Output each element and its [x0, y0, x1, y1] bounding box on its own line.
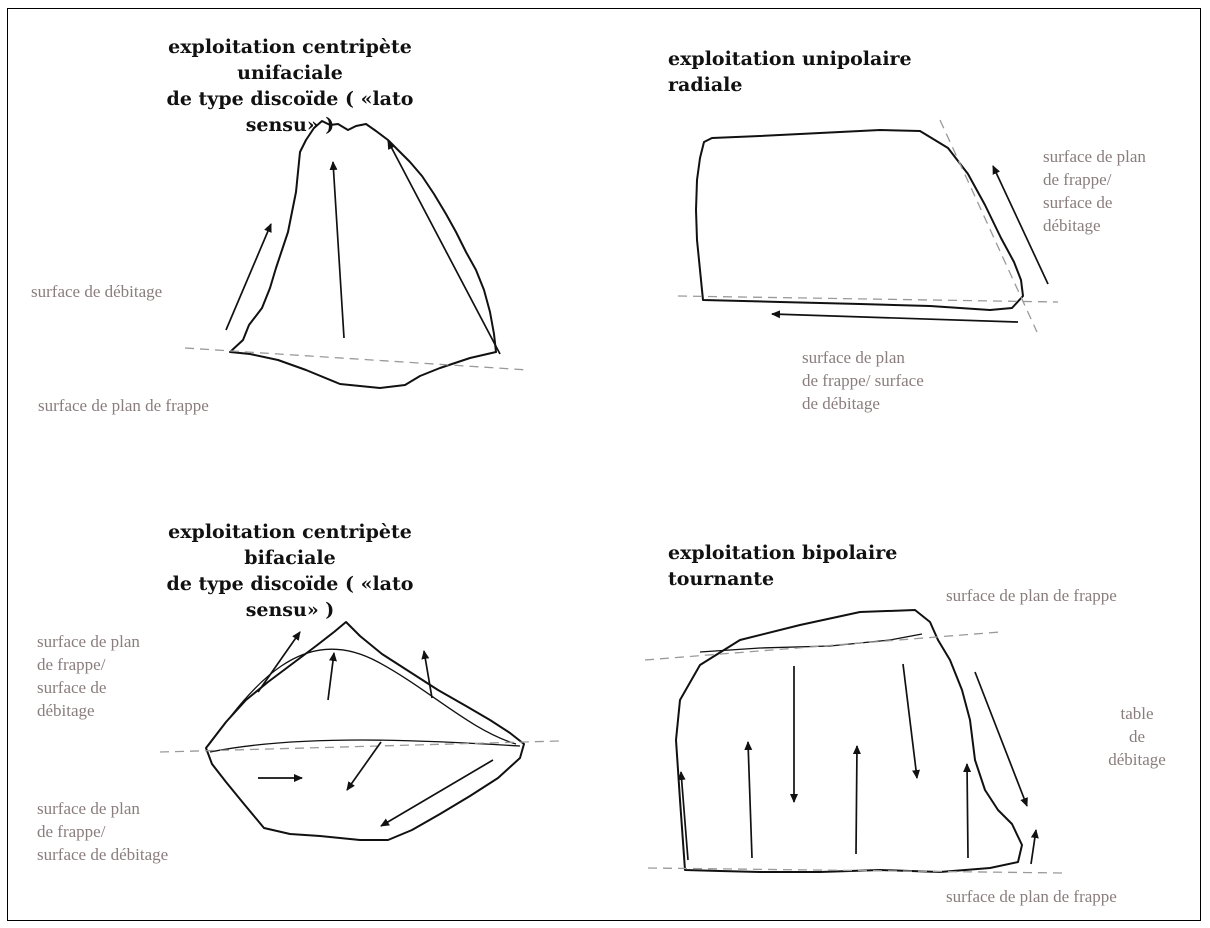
core-bifacial — [159, 621, 561, 841]
label-top: surface de plan de frappe — [946, 584, 1117, 607]
flake-arrow — [346, 741, 382, 791]
flake-arrow — [974, 671, 1028, 807]
label-line: surface de plan de frappe — [38, 396, 209, 415]
flake-arrow — [380, 759, 494, 827]
striking-plane-line — [184, 347, 529, 371]
label-line: surface de — [37, 678, 107, 697]
label-bottom: surface de plan de frappe/ surface de dé… — [802, 346, 924, 415]
figure-frame — [7, 8, 1201, 921]
label-line: surface de débitage — [37, 845, 169, 864]
label-line: surface de plan de frappe — [946, 887, 1117, 906]
label-line: de — [1128, 727, 1146, 746]
striking-plane-line — [159, 740, 561, 753]
label-bottom: surface de plan de frappe — [946, 885, 1117, 908]
flake-arrow — [963, 763, 972, 859]
flake-arrow — [329, 161, 345, 339]
label-line: surface de débitage — [31, 282, 163, 301]
top-ridge — [699, 633, 923, 653]
flake-arrow — [421, 650, 433, 699]
label-line: surface de plan — [1043, 147, 1146, 166]
lower-ridge — [209, 739, 521, 753]
flake-arrow — [327, 652, 337, 701]
label-surface-plan-frappe: surface de plan de frappe — [38, 394, 209, 417]
panel-title-bipolar: exploitation bipolaire tournante — [668, 540, 988, 592]
striking-plane-line — [647, 867, 1066, 874]
flake-arrow — [387, 140, 501, 355]
label-line: de frappe/ — [1043, 170, 1112, 189]
flake-arrow — [225, 223, 272, 331]
label-side: surface de plan de frappe/ surface de dé… — [1043, 145, 1146, 237]
flake-arrow — [1030, 829, 1039, 865]
panel-title-bifacial: exploitation centripète bifaciale de typ… — [150, 519, 430, 623]
title-line: de type discoïde ( «lato sensu» ) — [166, 573, 414, 621]
label-side: table de débitage — [1090, 702, 1184, 771]
title-line: exploitation centripète bifaciale — [168, 521, 412, 569]
core-unifacial — [184, 120, 529, 389]
core-bipolar — [644, 609, 1066, 874]
label-surface-debitage: surface de débitage — [31, 280, 162, 303]
striking-plane-line — [677, 295, 1059, 303]
label-line: débitage — [1043, 216, 1101, 235]
title-line: exploitation bipolaire tournante — [668, 542, 898, 590]
label-line: de frappe/ surface — [802, 371, 924, 390]
label-line: table — [1120, 704, 1154, 723]
panel-title-unipolar: exploitation unipolaire radiale — [668, 46, 968, 98]
core-outline-bifacial — [205, 621, 525, 841]
label-upper: surface de plan de frappe/ surface de dé… — [37, 630, 140, 722]
core-outline-unipolar — [695, 129, 1024, 311]
panel-title-unifacial: exploitation centripète unifaciale de ty… — [150, 34, 430, 138]
label-line: surface de plan — [37, 799, 140, 818]
label-line: débitage — [37, 701, 95, 720]
title-line: exploitation centripète unifaciale — [168, 36, 412, 84]
title-line: de type discoïde ( «lato sensu» ) — [166, 88, 414, 136]
label-line: surface de plan de frappe — [946, 586, 1117, 605]
label-line: de frappe/ — [37, 822, 106, 841]
core-unipolar — [677, 119, 1059, 333]
flake-arrow — [852, 745, 861, 855]
label-lower: surface de plan de frappe/ surface de dé… — [37, 797, 168, 866]
flake-arrow — [677, 771, 689, 861]
flake-arrow — [771, 310, 1019, 323]
label-line: de débitage — [802, 394, 880, 413]
core-outline-bipolar — [675, 609, 1023, 873]
flake-arrow — [744, 741, 753, 859]
flake-arrow — [902, 663, 920, 779]
inner-ridge — [207, 648, 517, 747]
title-line: exploitation unipolaire radiale — [668, 48, 912, 96]
flake-arrow — [992, 165, 1049, 285]
label-line: débitage — [1108, 750, 1166, 769]
label-line: surface de plan — [802, 348, 905, 367]
flake-arrow — [257, 631, 301, 693]
striking-plane-line — [939, 119, 1038, 333]
label-line: surface de plan — [37, 632, 140, 651]
core-outline-unifacial — [229, 120, 497, 389]
label-line: surface de — [1043, 193, 1113, 212]
label-line: de frappe/ — [37, 655, 106, 674]
